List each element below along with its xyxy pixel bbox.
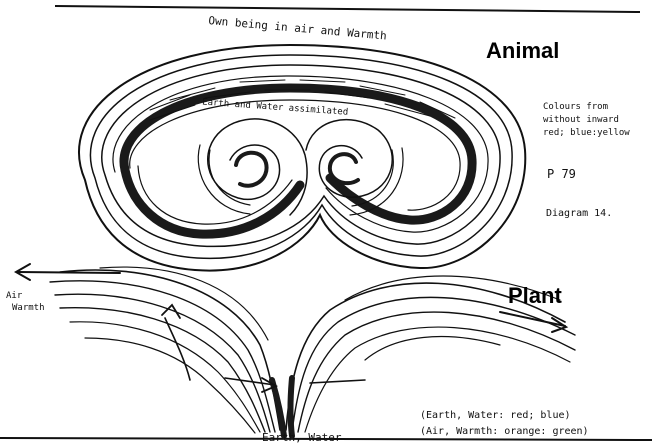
animal-drawing: [79, 45, 525, 271]
animal-top-label: Own being in air and Warmth: [208, 14, 387, 43]
top-border-mark: [55, 6, 640, 12]
diagram-ref: Diagram 14.: [546, 208, 612, 219]
animal-title: Animal: [486, 38, 559, 63]
colours-line-3: red; blue:yellow: [543, 128, 630, 138]
colours-line-2: without inward: [543, 115, 619, 125]
page-ref: P 79: [547, 167, 576, 181]
legend-line-2: (Air, Warmth: orange: green): [420, 426, 589, 437]
legend-line-1: (Earth, Water: red; blue): [420, 410, 571, 421]
animal-right-spiral: [306, 120, 392, 198]
plant-title: Plant: [508, 283, 562, 308]
warmth-label: Warmth: [12, 303, 45, 313]
colours-line-1: Colours from: [543, 102, 608, 112]
animal-outer-ring: [79, 45, 525, 271]
air-arrow: [18, 272, 120, 273]
air-label: Air: [6, 291, 23, 301]
earth-water-label: Earth, Water: [262, 431, 342, 443]
